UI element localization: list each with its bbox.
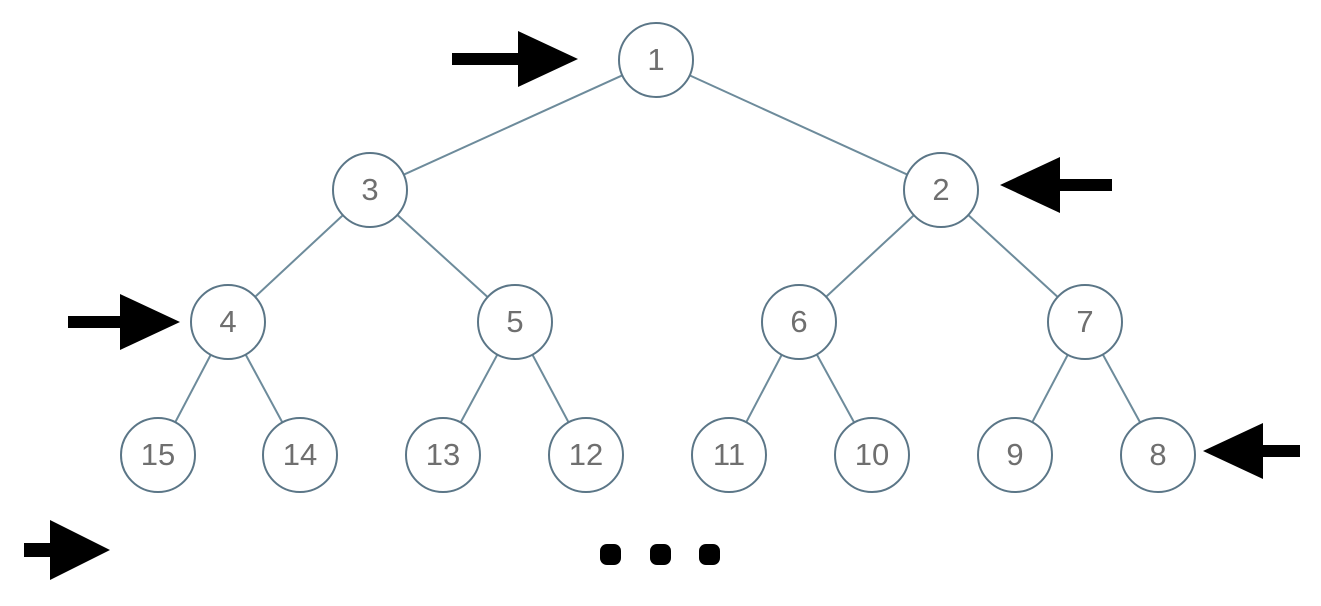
tree-node-15: 15	[120, 417, 196, 493]
left-arrow-icon	[1203, 423, 1300, 479]
tree-node-9: 9	[977, 417, 1053, 493]
tree-node-5: 5	[477, 284, 553, 360]
tree-node-8: 8	[1120, 417, 1196, 493]
left-arrow-icon	[1000, 157, 1112, 213]
ellipsis-dot	[699, 544, 720, 565]
right-arrow-icon	[68, 294, 180, 350]
tree-node-3: 3	[332, 152, 408, 228]
tree-node-13: 13	[405, 417, 481, 493]
tree-edge	[369, 59, 657, 191]
tree-node-6: 6	[761, 284, 837, 360]
tree-node-1: 1	[618, 22, 694, 98]
tree-node-14: 14	[262, 417, 338, 493]
tree-node-11: 11	[691, 417, 767, 493]
ellipsis-dot	[649, 544, 671, 565]
right-arrow-icon	[452, 31, 578, 87]
tree-node-10: 10	[834, 417, 910, 493]
tree-node-7: 7	[1047, 284, 1123, 360]
tree-node-4: 4	[190, 284, 266, 360]
ellipsis-indicator	[600, 544, 720, 566]
tree-edge	[655, 59, 942, 191]
tree-node-2: 2	[903, 152, 979, 228]
right-arrow-icon	[24, 520, 110, 580]
tree-node-12: 12	[548, 417, 624, 493]
ellipsis-dot	[600, 544, 621, 565]
